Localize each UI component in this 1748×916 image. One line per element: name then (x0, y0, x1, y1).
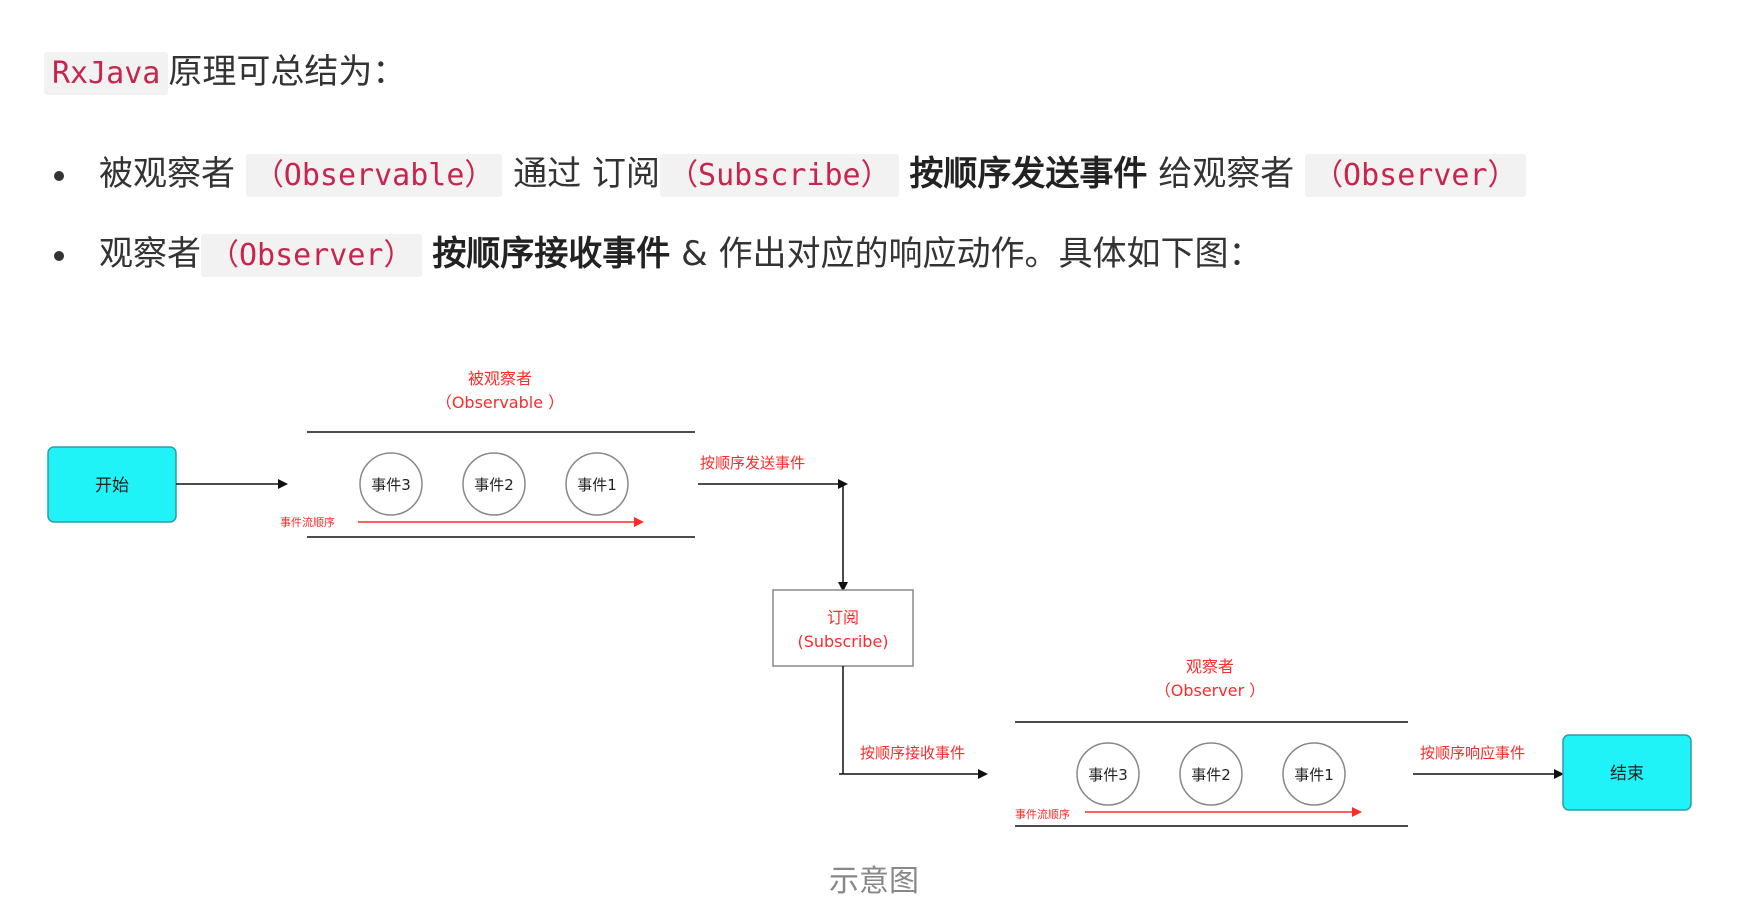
bullet-dot-icon (54, 171, 64, 181)
receive-label: 按顺序接收事件 (860, 744, 965, 762)
text-respond: & 作出对应的响应动作。具体如下图： (681, 234, 1263, 274)
figure-caption: 示意图 (829, 864, 919, 899)
subscribe-node (772, 589, 914, 667)
observable-flow-label: 事件流顺序 (280, 515, 335, 529)
observer-event-3: 事件1 (1282, 742, 1346, 806)
text-observable: 被观察者 (99, 154, 235, 194)
observer-event-label: 事件3 (1088, 766, 1128, 784)
end-node (1562, 734, 1692, 811)
code-subscribe: （Subscribe） (660, 154, 899, 197)
text-observer: 观察者 (99, 234, 201, 274)
observable-event-1: 事件3 (359, 452, 423, 516)
observer-event-1: 事件3 (1076, 742, 1140, 806)
end-label: 结束 (1610, 764, 1644, 784)
observable-title: 被观察者 (468, 369, 532, 388)
bold-send-events: 按顺序发送事件 (909, 154, 1148, 194)
observer-event-2: 事件2 (1179, 742, 1243, 806)
code-rxjava: RxJava (44, 52, 169, 95)
text-subscribe: 通过 订阅 (513, 154, 661, 194)
observable-event-label: 事件1 (577, 476, 617, 494)
observable-event-label: 事件2 (474, 476, 514, 494)
observable-event-label: 事件3 (371, 476, 411, 494)
observer-event-label: 事件2 (1191, 766, 1231, 784)
intro-text: 原理可总结为： (168, 52, 407, 92)
observer-title: 观察者 (1186, 657, 1234, 676)
bullet-item-observable: 被观察者 （Observable） 通过 订阅（Subscribe） 按顺序发送… (44, 150, 1526, 200)
bold-receive-events: 按顺序接收事件 (432, 234, 671, 274)
respond-label: 按顺序响应事件 (1420, 744, 1525, 762)
observer-event-label: 事件1 (1294, 766, 1334, 784)
bullet-list: 被观察者 （Observable） 通过 订阅（Subscribe） 按顺序发送… (44, 150, 1526, 310)
start-label: 开始 (95, 476, 129, 496)
code-observable: （Observable） (245, 154, 503, 197)
bullet-dot-icon (54, 251, 64, 261)
observable-subtitle: （Observable ） (436, 393, 564, 412)
observable-event-3: 事件1 (565, 452, 629, 516)
text-to-observer: 给观察者 (1158, 154, 1295, 194)
bullet-item-observer: 观察者（Observer） 按顺序接收事件 & 作出对应的响应动作。具体如下图： (44, 230, 1526, 280)
subscribe-title: 订阅 (827, 608, 859, 627)
code-observer: （Observer） (1305, 154, 1526, 197)
code-observer: （Observer） (201, 234, 422, 277)
subscribe-subtitle: (Subscribe) (797, 632, 888, 651)
observable-event-2: 事件2 (462, 452, 526, 516)
observer-subtitle: （Observer ） (1155, 681, 1266, 700)
observer-flow-label: 事件流顺序 (1015, 807, 1070, 821)
send-label: 按顺序发送事件 (700, 454, 805, 472)
